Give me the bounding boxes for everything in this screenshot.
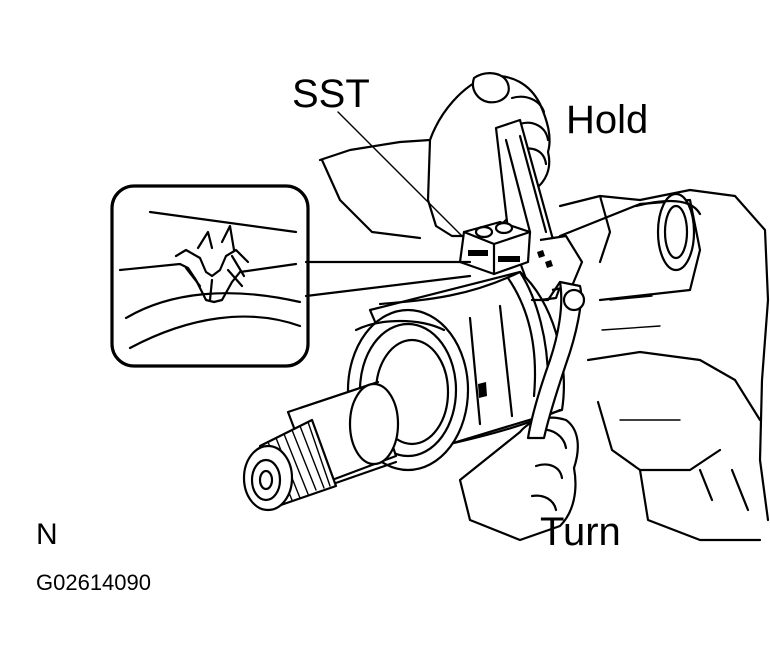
turning-tool bbox=[526, 280, 586, 440]
sst-label: SST bbox=[292, 72, 370, 116]
detail-inset bbox=[110, 184, 310, 368]
adjustable-wrench bbox=[494, 118, 584, 302]
splined-shaft bbox=[242, 380, 400, 512]
hold-label: Hold bbox=[566, 98, 649, 142]
figure-code-label: G02614090 bbox=[36, 570, 151, 595]
view-mark-label: N bbox=[36, 518, 58, 551]
transaxle-housing bbox=[558, 188, 770, 542]
intermediate-shaft bbox=[558, 192, 702, 302]
sst-tool-block bbox=[458, 220, 532, 276]
leader-lines bbox=[304, 111, 472, 298]
turn-label: Turn bbox=[540, 510, 621, 554]
